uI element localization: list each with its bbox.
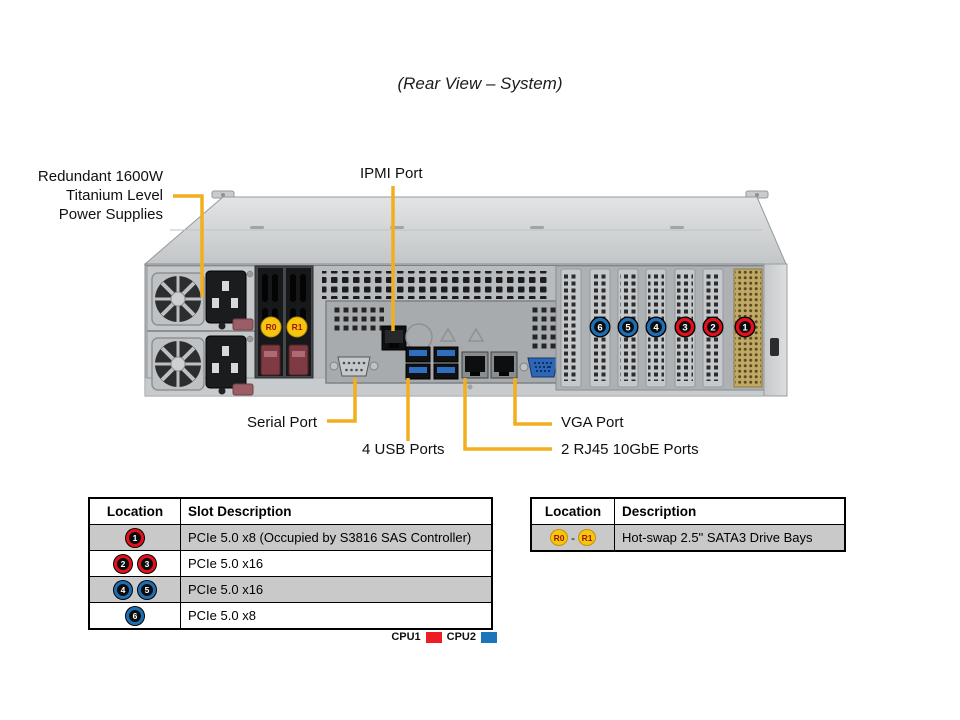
legend-label: CPU2 [446,631,476,643]
description-cell: PCIe 5.0 x8 [180,602,493,630]
description-cell: PCIe 5.0 x8 (Occupied by S3816 SAS Contr… [180,524,493,551]
psu-callout-line [173,194,204,297]
pcie-slot-badge: 6 [589,316,611,338]
usb-callout-label: 4 USB Ports [362,441,445,458]
psu-power-inlet [205,335,247,389]
ipmi-callout-label: IPMI Port [360,165,423,182]
serial-callout-label: Serial Port [246,414,317,431]
svg-text:4: 4 [653,323,659,334]
svg-text:3: 3 [682,323,687,334]
psu-latch [232,318,254,331]
psu-power-inlet [205,270,247,324]
knockout-triangle-icon [467,327,485,342]
svg-text:R1: R1 [292,322,303,332]
lan-ports [461,351,518,379]
slot-badge: 3 [138,554,156,573]
svg-text:5: 5 [625,323,631,334]
serial-port [329,356,379,377]
pcie-slot-badge: 3 [674,316,696,338]
drive-bay-badge: R1 [286,316,308,338]
page-title: (Rear View – System) [397,74,563,93]
location-cell: 6 [88,602,181,630]
vga-callout-label: VGA Port [561,414,624,431]
serial-callout-line [327,378,357,423]
knockout-triangle-icon [439,327,457,342]
svg-text:2: 2 [710,323,715,334]
slot-badge: 4 [114,580,132,599]
location-cell: 1 [88,524,181,551]
slot-badge: 6 [126,606,144,625]
drive-badge: R1 [578,529,596,547]
cpu-legend: CPU1 CPU2 [391,631,497,643]
usb-ports [405,346,459,380]
description-cell: PCIe 5.0 x16 [180,550,493,577]
drive-bays [254,265,314,379]
legend-label: CPU1 [391,631,421,643]
drive-badge: R0 [550,529,568,547]
power-supply-bottom [151,335,254,396]
pcie-slot-badge: 5 [617,316,639,338]
column-header: Slot Description [180,497,493,525]
slot-badge: 5 [138,580,156,599]
io-panel [325,300,589,384]
table-row: 6 PCIe 5.0 x8 [88,602,493,630]
description-cell: Hot-swap 2.5" SATA3 Drive Bays [614,524,846,552]
rj45-callout-line [463,378,552,451]
pcie-slot-badge: 1 [734,316,756,338]
table-row: 1 PCIe 5.0 x8 (Occupied by S3816 SAS Cont… [88,524,493,551]
svg-text:6: 6 [597,323,602,334]
callout-lines [173,186,552,451]
column-header: Location [530,497,615,525]
svg-text:1: 1 [742,323,748,334]
psu-latch [232,383,254,396]
column-header: Description [614,497,846,525]
slot-badge: 1 [126,528,144,547]
power-supply-top [151,270,254,331]
vent-grid-top [322,271,548,299]
description-cell: PCIe 5.0 x16 [180,576,493,603]
svg-text:R0: R0 [266,322,277,332]
pcie-slot-badge: 2 [702,316,724,338]
slot-badge: 2 [114,554,132,573]
power-supply-bay [146,265,256,396]
io-vent-left [332,306,384,334]
drive-bay-badge: R0 [260,316,282,338]
rj45-callout-label: 2 RJ45 10GbE Ports [561,441,699,458]
location-cell: R0-R1 [530,524,615,552]
chassis-right-wall [763,263,788,397]
psu-callout-label: Redundant 1600W Titanium Level Power Sup… [37,168,163,223]
pcie-slot-badge: 4 [645,316,667,338]
vga-callout-line [513,378,552,426]
chassis-lid [143,190,787,265]
drive-bay-badges: R0 R1 [260,316,308,338]
pcie-slot-badges: 6 5 4 3 2 1 [589,316,756,338]
legend-swatch [481,631,497,643]
column-header: Location [88,497,181,525]
legend-swatch [425,631,442,643]
badge-separator: - [571,530,575,545]
